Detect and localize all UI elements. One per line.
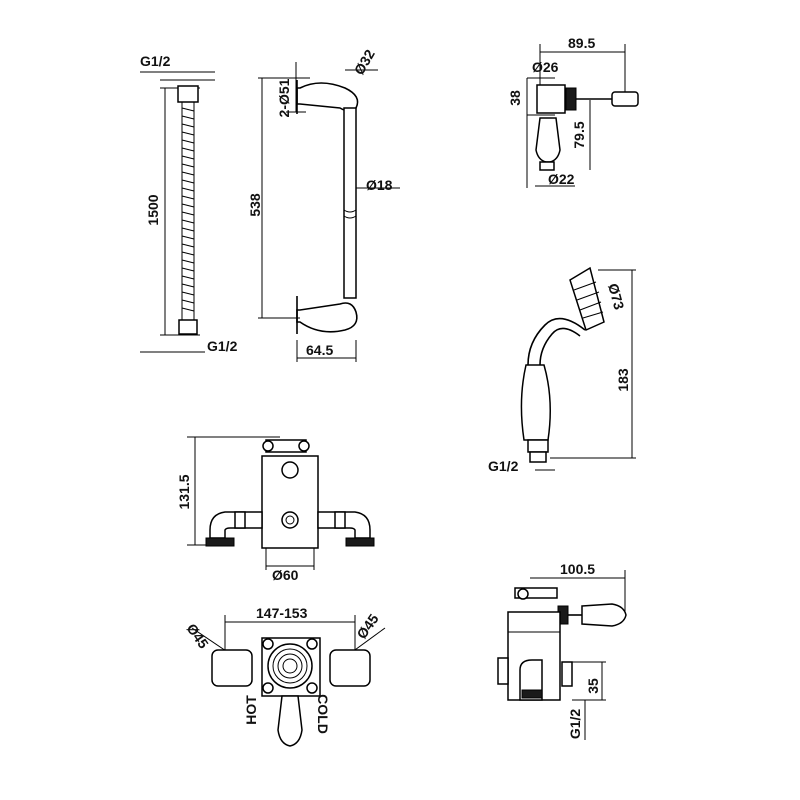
handset-head-dim: Ø73: [605, 282, 627, 312]
rail-head-dim: Ø32: [351, 46, 378, 77]
handset-view: Ø73 183 G1/2: [488, 266, 636, 474]
handset-thread-dim: G1/2: [488, 458, 519, 474]
diverter-height-dim: 38: [507, 90, 523, 106]
rail-flange-dim: 2-Ø51: [276, 78, 292, 117]
valve-side-view: 100.5 35 G1/2: [497, 561, 627, 740]
valve-offset-dim: 35: [585, 678, 601, 694]
valve-outlet-dim: Ø60: [272, 567, 299, 583]
rail-top-arm: [296, 82, 359, 112]
diverter-body-dim: Ø26: [532, 59, 559, 75]
rail-height-dim: 538: [247, 193, 263, 217]
valve-front-view: 131.5 Ø60: [176, 436, 375, 583]
valve-centres-dim: 147-153: [256, 605, 308, 621]
valve-top-view: 147-153 Ø45 Ø45 HOT COLD: [184, 605, 386, 747]
hose-view: G1/2 1500 G1/2: [140, 53, 238, 354]
valve-side-lever: [581, 603, 627, 627]
hot-label: HOT: [243, 695, 259, 725]
handset-length-dim: 183: [615, 368, 631, 392]
rail-pipe-dim: Ø18: [366, 177, 393, 193]
hose-length: 1500: [145, 194, 161, 225]
diverter-lever: [535, 117, 561, 163]
diverter-base-dim: Ø22: [548, 171, 575, 187]
valve-left-cap-dim: Ø45: [184, 621, 212, 652]
valve-top-lever: [277, 695, 303, 747]
hose-body: [181, 102, 195, 320]
hose-thread-top: G1/2: [140, 53, 171, 69]
diverter-view: 89.5 Ø26 38 79.5 Ø22: [507, 35, 639, 188]
valve-right-cap-dim: Ø45: [353, 611, 381, 642]
rail-bottom-arm: [296, 302, 358, 333]
rail-projection-dim: 64.5: [306, 342, 333, 358]
hose-thread-bottom: G1/2: [207, 338, 238, 354]
handset-head: [569, 266, 605, 332]
handset-handle: [520, 364, 551, 441]
valve-height-dim: 131.5: [176, 474, 192, 509]
valve-side-thread-dim: G1/2: [567, 709, 583, 740]
valve-depth-dim: 100.5: [560, 561, 595, 577]
diverter-lever-dim: 79.5: [571, 121, 587, 148]
cold-label: COLD: [315, 694, 331, 734]
rail-view: 2-Ø51 Ø32 Ø18 538 64.5: [247, 46, 400, 362]
diverter-width-dim: 89.5: [568, 35, 595, 51]
